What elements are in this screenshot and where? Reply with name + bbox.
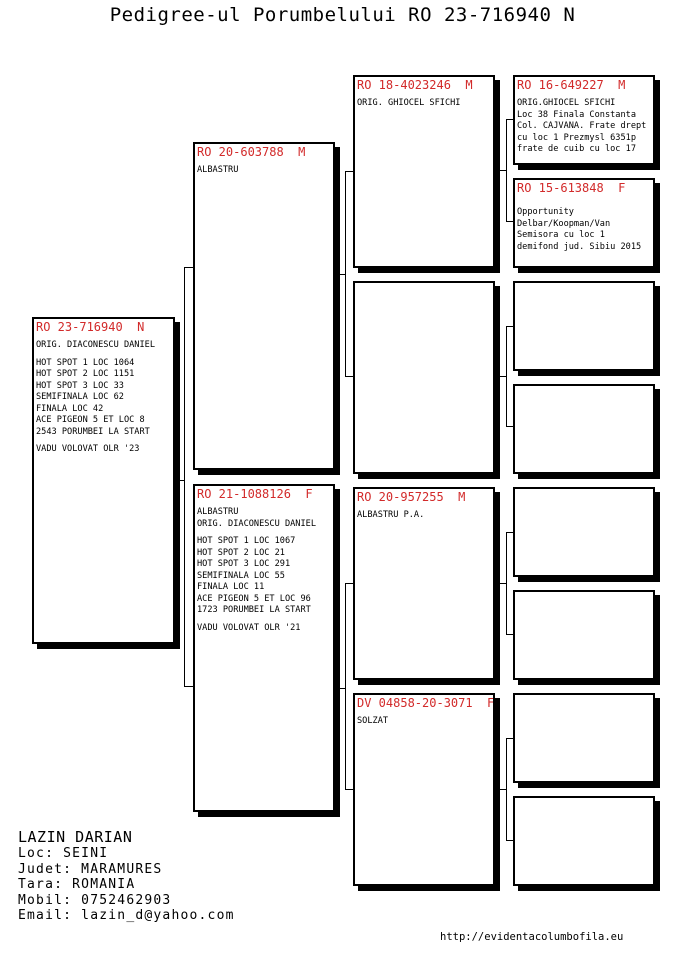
pigeon-detail-line: Loc 38 Finala Constanta: [517, 109, 636, 120]
pigeon-detail-line: VADU VOLOVAT OLR '23: [36, 444, 140, 454]
ring-number: RO 15-613848 F: [517, 181, 626, 195]
great-grandparent-3-card: [513, 281, 655, 371]
pigeon-detail-line: ALBASTRU P.A.: [357, 510, 425, 520]
ring-number: DV 04858-20-3071 F: [357, 696, 495, 710]
grandparent-dam-dam-card: DV 04858-20-3071 F SOLZAT: [353, 693, 495, 886]
owner-info: LAZIN DARIAN Loc: SEINI Judet: MARAMURES…: [18, 828, 235, 924]
owner-name: LAZIN DARIAN: [18, 828, 133, 846]
website-link[interactable]: http://evidentacolumbofila.eu: [440, 931, 624, 943]
grandparent-dam-sire-card: RO 20-957255 M ALBASTRU P.A.: [353, 487, 495, 680]
ring-number: RO 20-957255 M: [357, 490, 466, 504]
ring-number: RO 23-716940 N: [36, 320, 145, 334]
pigeon-detail-line: VADU VOLOVAT OLR '21: [197, 622, 301, 633]
ring-number: RO 21-1088126 F: [197, 487, 313, 501]
grandparent-sire-dam-card: [353, 281, 495, 474]
grandparent-sire-sire-card: RO 18-4023246 M ORIG. GHIOCEL SFICHI: [353, 75, 495, 268]
pigeon-detail-line: Col. CAJVANA. Frate drept: [517, 121, 647, 131]
pigeon-detail-line: ORIG. GHIOCEL SFICHI: [357, 98, 461, 108]
pigeon-detail-line: HOT SPOT 1 LOC 1067: [197, 536, 296, 546]
pigeon-detail-line: frate de cuib cu loc 17: [517, 144, 636, 154]
owner-judet: Judet: MARAMURES: [18, 861, 163, 877]
great-grandparent-5-card: [513, 487, 655, 577]
great-grandparent-4-card: [513, 384, 655, 474]
pigeon-detail-line: SEMIFINALA LOC 55: [197, 570, 285, 581]
pigeon-detail-line: HOT SPOT 1 LOC 1064: [36, 357, 135, 368]
pigeon-detail-line: Opportunity: [517, 207, 574, 217]
pigeon-detail-line: HOT SPOT 3 LOC 33: [36, 380, 124, 391]
owner-email: Email: lazin_d@yahoo.com: [18, 908, 235, 923]
pigeon-detail-line: ALBASTRU: [197, 507, 239, 517]
owner-loc: Loc: SEINI: [18, 846, 109, 861]
pigeon-detail-line: ACE PIGEON 5 ET LOC 8: [36, 415, 145, 425]
pigeon-detail-line: cu loc 1 Prezmysl 6351p: [517, 132, 636, 143]
pigeon-detail-line: FINALA LOC 42: [36, 403, 104, 414]
pigeon-detail-line: Semisora cu loc 1: [517, 230, 605, 240]
owner-mobil: Mobil: 0752462903: [18, 892, 172, 908]
owner-tara: Tara: ROMANIA: [18, 877, 136, 892]
pigeon-detail-line: 2543 PORUMBEI LA START: [36, 426, 150, 437]
great-grandparent-7-card: [513, 693, 655, 783]
pigeon-detail-line: ALBASTRU: [197, 165, 239, 175]
ring-number: RO 16-649227 M: [517, 78, 626, 92]
great-grandparent-6-card: [513, 590, 655, 680]
pigeon-detail-line: 1723 PORUMBEI LA START: [197, 605, 311, 615]
sire-card: RO 20-603788 M ALBASTRU: [193, 142, 335, 470]
subject-card: RO 23-716940 N ORIG. DIACONESCU DANIEL HOT…: [32, 317, 175, 644]
pigeon-detail-line: Delbar/Koopman/Van: [517, 218, 611, 229]
pigeon-detail-line: ORIG. DIACONESCU DANIEL: [197, 518, 316, 529]
pigeon-detail-line: SEMIFINALA LOC 62: [36, 392, 124, 402]
pigeon-detail-line: HOT SPOT 2 LOC 21: [197, 547, 285, 558]
pigeon-detail-line: demifond jud. Sibiu 2015: [517, 241, 642, 252]
ring-number: RO 20-603788 M: [197, 145, 306, 159]
pigeon-detail-line: ORIG.GHIOCEL SFICHI: [517, 98, 616, 108]
ring-number: RO 18-4023246 M: [357, 78, 473, 92]
pigeon-detail-line: ORIG. DIACONESCU DANIEL: [36, 340, 155, 350]
pigeon-detail-line: HOT SPOT 3 LOC 291: [197, 559, 291, 569]
pigeon-detail-line: FINALA LOC 11: [197, 582, 265, 592]
great-grandparent-8-card: [513, 796, 655, 886]
pigeon-detail-line: SOLZAT: [357, 716, 389, 726]
pigeon-detail-line: ACE PIGEON 5 ET LOC 96: [197, 593, 311, 604]
page-title: Pedigree-ul Porumbelului RO 23-716940 N: [109, 4, 576, 26]
pigeon-detail-line: HOT SPOT 2 LOC 1151: [36, 369, 135, 379]
